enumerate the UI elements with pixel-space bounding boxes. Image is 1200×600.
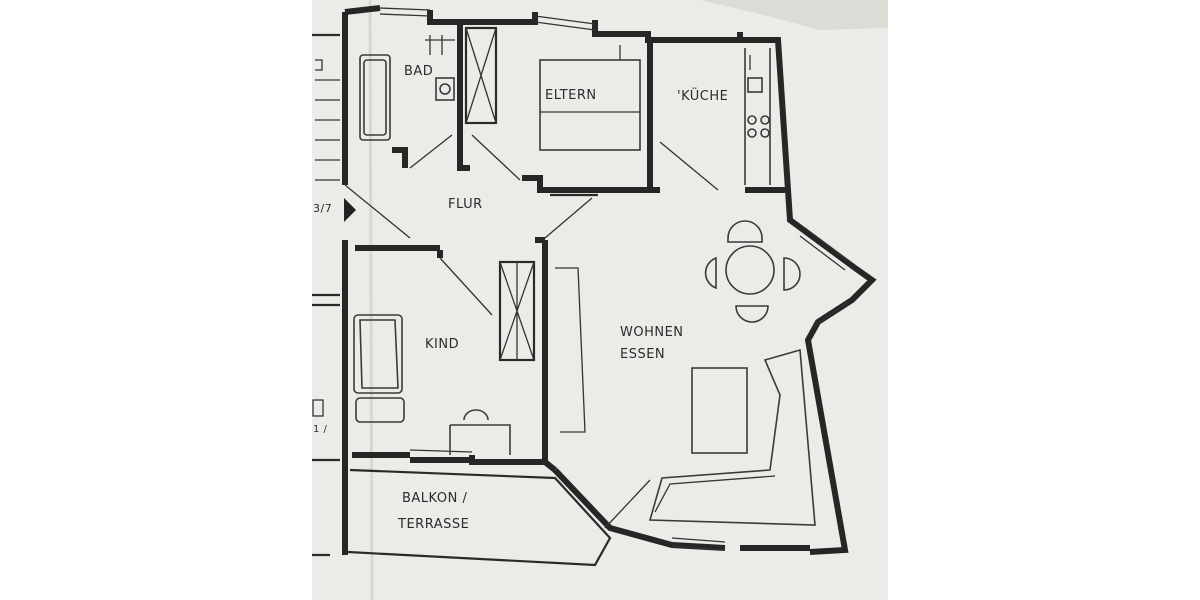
- kind-furniture: [353, 314, 511, 455]
- room-label-kind: KIND: [425, 337, 459, 352]
- doors: [344, 134, 719, 529]
- room-label-wohnen: WOHNEN: [620, 325, 684, 340]
- dining-table: [704, 220, 801, 323]
- entrance-arrow-icon: [344, 198, 356, 222]
- neighbor-mark: 3/7: [313, 202, 332, 215]
- room-label-balkon: BALKON /: [402, 491, 467, 506]
- shelves: [555, 267, 586, 433]
- bed-eltern: [539, 45, 641, 151]
- paper-fold: [368, 0, 374, 600]
- living-furniture: [648, 348, 816, 526]
- interior-walls: [355, 22, 785, 258]
- balcony: [347, 468, 612, 567]
- wardrobes: [464, 26, 536, 362]
- room-label-bad: BAD: [404, 64, 433, 79]
- room-label-essen: ESSEN: [620, 347, 665, 362]
- exterior-walls: [342, 5, 877, 555]
- neighbor-building: [312, 33, 356, 557]
- paper-sheet: [312, 0, 888, 600]
- bath-fixtures: [359, 35, 455, 141]
- neighbor-mark-2: 1 /: [313, 424, 328, 435]
- kitchen-fixtures: [744, 48, 771, 185]
- room-label-eltern: ELTERN: [545, 88, 597, 103]
- windows: [379, 7, 851, 551]
- room-label-flur: FLUR: [448, 197, 483, 212]
- room-label-terrasse: TERRASSE: [397, 517, 469, 532]
- paper-shadow: [700, 0, 888, 30]
- room-label-kueche: 'KÜCHE: [677, 87, 728, 104]
